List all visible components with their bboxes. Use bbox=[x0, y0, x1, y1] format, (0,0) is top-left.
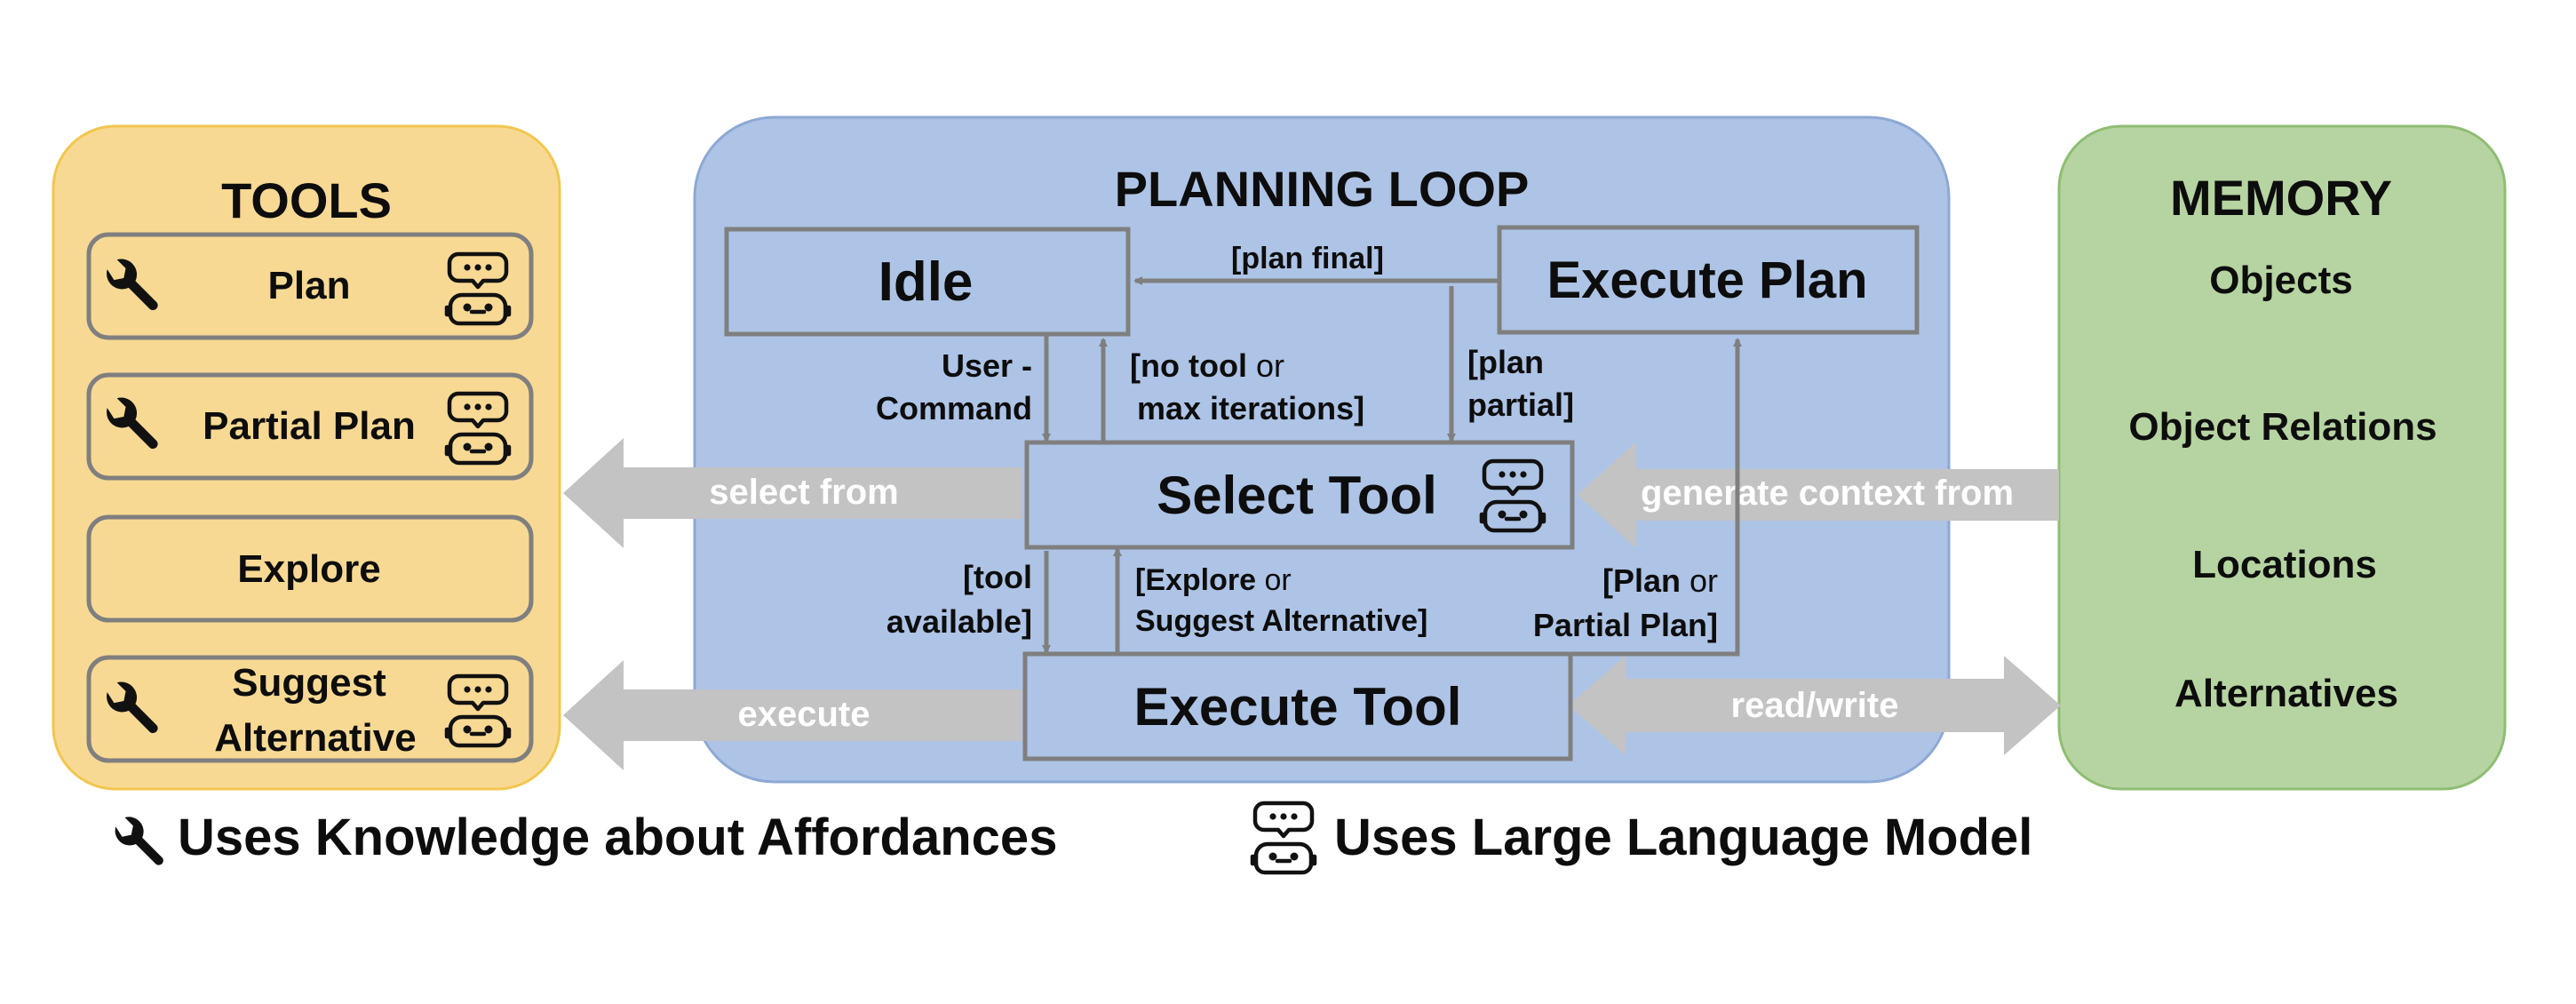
state-select-tool-label: Select Tool bbox=[1157, 466, 1437, 525]
state-execute-tool: Execute Tool bbox=[1022, 651, 1573, 761]
read-write-label: read/write bbox=[1731, 686, 1899, 725]
state-idle-label: Idle bbox=[879, 251, 974, 313]
read-write-arrow bbox=[1569, 656, 2061, 755]
state-execute-plan-label: Execute Plan bbox=[1546, 251, 1867, 309]
tool-available-label-2: available] bbox=[886, 603, 1032, 640]
state-execute-plan: Execute Plan bbox=[1497, 225, 1920, 335]
user-command-label-1: User - bbox=[942, 347, 1032, 384]
execute-label: execute bbox=[738, 695, 871, 734]
explore-label-1: [Explore or bbox=[1135, 563, 1292, 597]
tool-partial-plan-label: Partial Plan bbox=[203, 404, 416, 448]
select-from-label: select from bbox=[709, 473, 898, 512]
memory-item-object-relations: Object Relations bbox=[2128, 405, 2437, 449]
state-execute-tool-label: Execute Tool bbox=[1134, 677, 1462, 737]
select-from-arrow bbox=[563, 438, 1022, 548]
plan-or-label-1: [Plan or bbox=[1602, 562, 1718, 599]
tools-title: TOOLS bbox=[221, 172, 392, 228]
memory-item-alternatives: Alternatives bbox=[2174, 672, 2398, 715]
execute-arrow bbox=[563, 660, 1022, 770]
legend: Uses Knowledge about Affordances Uses La… bbox=[115, 803, 2032, 873]
tool-plan-label: Plan bbox=[268, 264, 351, 307]
plan-partial-label-1: [plan bbox=[1467, 344, 1544, 380]
wrench-icon bbox=[115, 817, 163, 865]
memory-panel bbox=[2057, 124, 2507, 791]
tool-partial-plan: Partial Plan bbox=[86, 372, 534, 481]
plan-or-label-2: Partial Plan] bbox=[1533, 607, 1718, 643]
legend-llm-label: Uses Large Language Model bbox=[1334, 809, 2032, 866]
tool-suggest-label-1: Suggest bbox=[232, 661, 386, 705]
tool-explore: Explore bbox=[86, 514, 534, 623]
state-idle: Idle bbox=[724, 227, 1131, 337]
explore-label-2: Suggest Alternative] bbox=[1135, 604, 1427, 638]
legend-affordances-label: Uses Knowledge about Affordances bbox=[178, 809, 1057, 866]
llm-robot-icon bbox=[1252, 803, 1315, 873]
user-command-label-2: Command bbox=[876, 390, 1032, 426]
plan-or-partial-arrow bbox=[1570, 338, 1742, 657]
no-tool-label-2: max iterations] bbox=[1137, 390, 1364, 426]
tool-plan: Plan bbox=[86, 232, 534, 340]
tool-explore-label: Explore bbox=[237, 547, 380, 591]
no-tool-label-1: [no tool or bbox=[1130, 347, 1284, 384]
memory-title: MEMORY bbox=[2170, 170, 2392, 226]
tool-available-label-1: [tool bbox=[963, 559, 1032, 595]
tool-suggest-alternative: Suggest Alternative bbox=[86, 655, 534, 763]
generate-context-label: generate context from bbox=[1641, 474, 2014, 513]
memory-item-objects: Objects bbox=[2209, 259, 2352, 302]
plan-final-label: [plan final] bbox=[1231, 242, 1384, 275]
planning-loop-title: PLANNING LOOP bbox=[1115, 161, 1530, 217]
generate-context-arrow bbox=[1578, 442, 2059, 548]
memory-item-locations: Locations bbox=[2192, 543, 2377, 586]
tool-suggest-label-2: Alternative bbox=[214, 716, 416, 760]
state-select-tool: Select Tool bbox=[1024, 440, 1575, 550]
plan-partial-label-2: partial] bbox=[1467, 386, 1574, 423]
